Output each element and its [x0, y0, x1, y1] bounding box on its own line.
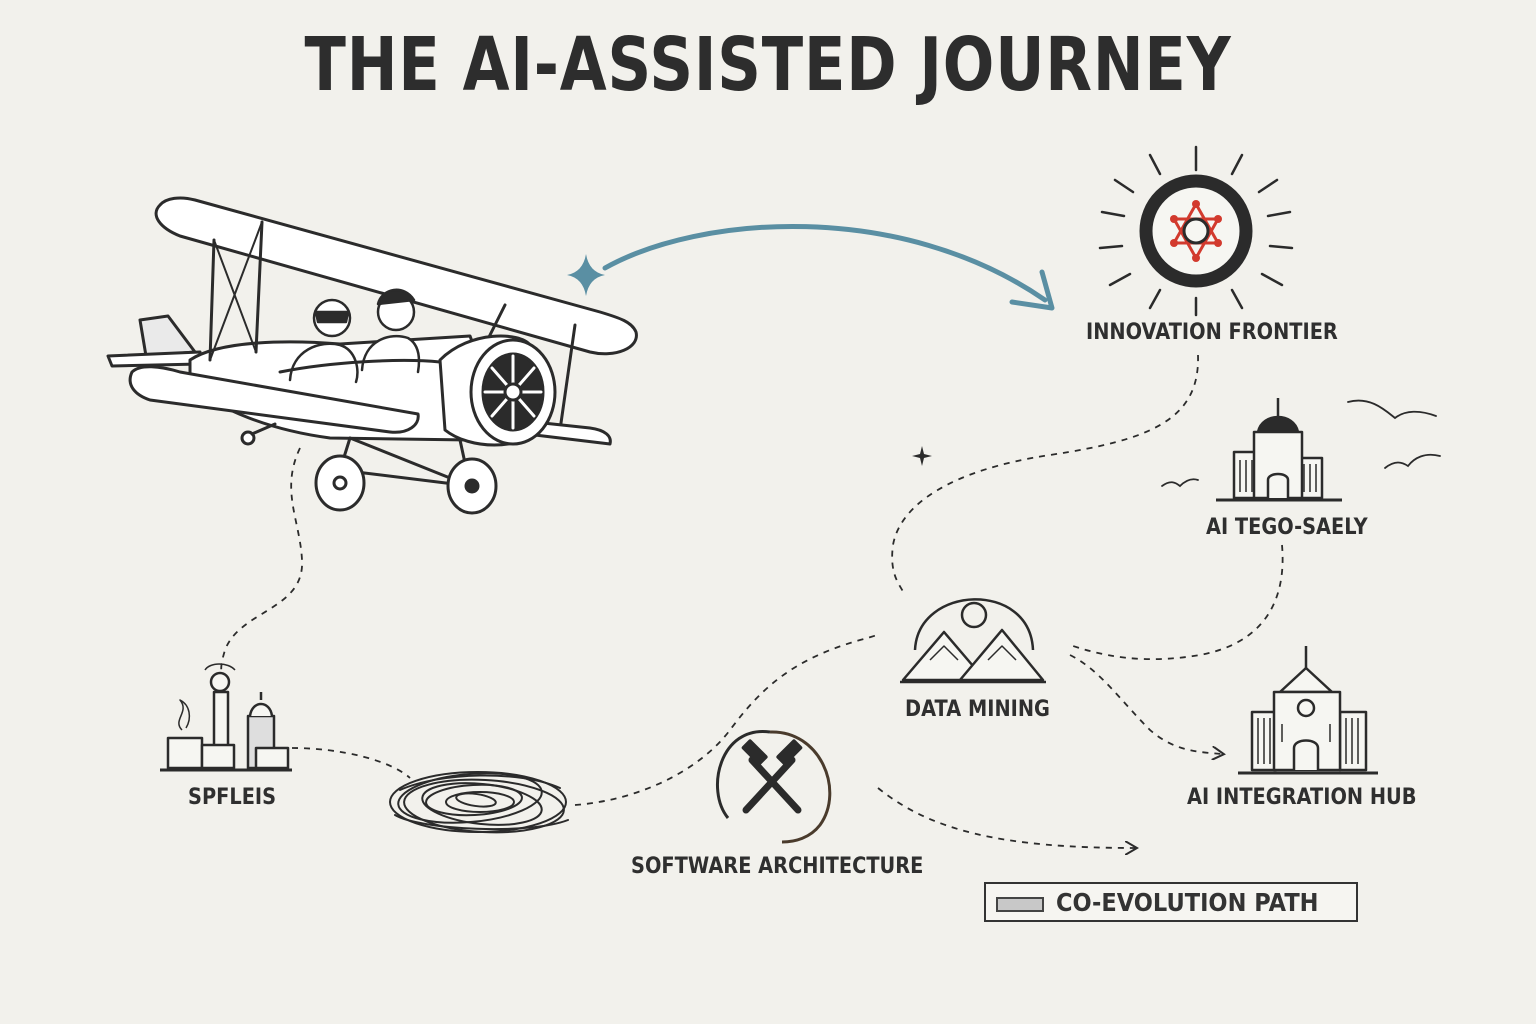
label-software-architecture: SOFTWARE ARCHITECTURE: [631, 854, 924, 879]
city-hall-icon: [1238, 646, 1378, 775]
path-tangle-to-datamining: [574, 633, 881, 806]
blue-arc-arrow: [602, 223, 1055, 311]
path-spfleis-to-tangle: [291, 747, 411, 779]
legend: CO-EVOLUTION PATH: [984, 882, 1358, 922]
path-datamining-to-hub: [1069, 654, 1222, 754]
label-ai-tego-saely: AI TEGO-SAELY: [1206, 515, 1368, 540]
legend-swatch: [996, 897, 1044, 912]
path-tegosaely-to-datamining: [1069, 544, 1284, 660]
domed-building-icon: [1216, 398, 1342, 502]
legend-label: CO-EVOLUTION PATH: [1056, 888, 1319, 917]
sparkle-icon: [567, 254, 605, 296]
label-spfleis: SPFLEIS: [188, 785, 277, 810]
label-data-mining: DATA MINING: [905, 697, 1050, 722]
factory-icon: [160, 663, 292, 772]
mountain-icon: [900, 598, 1046, 684]
biplane-icon: [106, 196, 638, 515]
path-plane-to-spfleis: [220, 447, 303, 677]
label-ai-integration-hub: AI INTEGRATION HUB: [1187, 785, 1417, 810]
path-frontier-to-datamining: [891, 354, 1199, 596]
dashed-paths: [220, 354, 1284, 848]
label-innovation-frontier: INNOVATION FRONTIER: [1086, 320, 1338, 345]
tangle-icon: [389, 771, 569, 834]
page-title: THE AI-ASSISTED JOURNEY: [304, 22, 1232, 108]
atom-icon: [1098, 145, 1294, 317]
crossed-hammers-icon: [715, 730, 832, 844]
bird-icon: [1161, 399, 1441, 488]
path-architecture-to-legend: [877, 787, 1135, 848]
sparkle-icon: [912, 446, 932, 466]
